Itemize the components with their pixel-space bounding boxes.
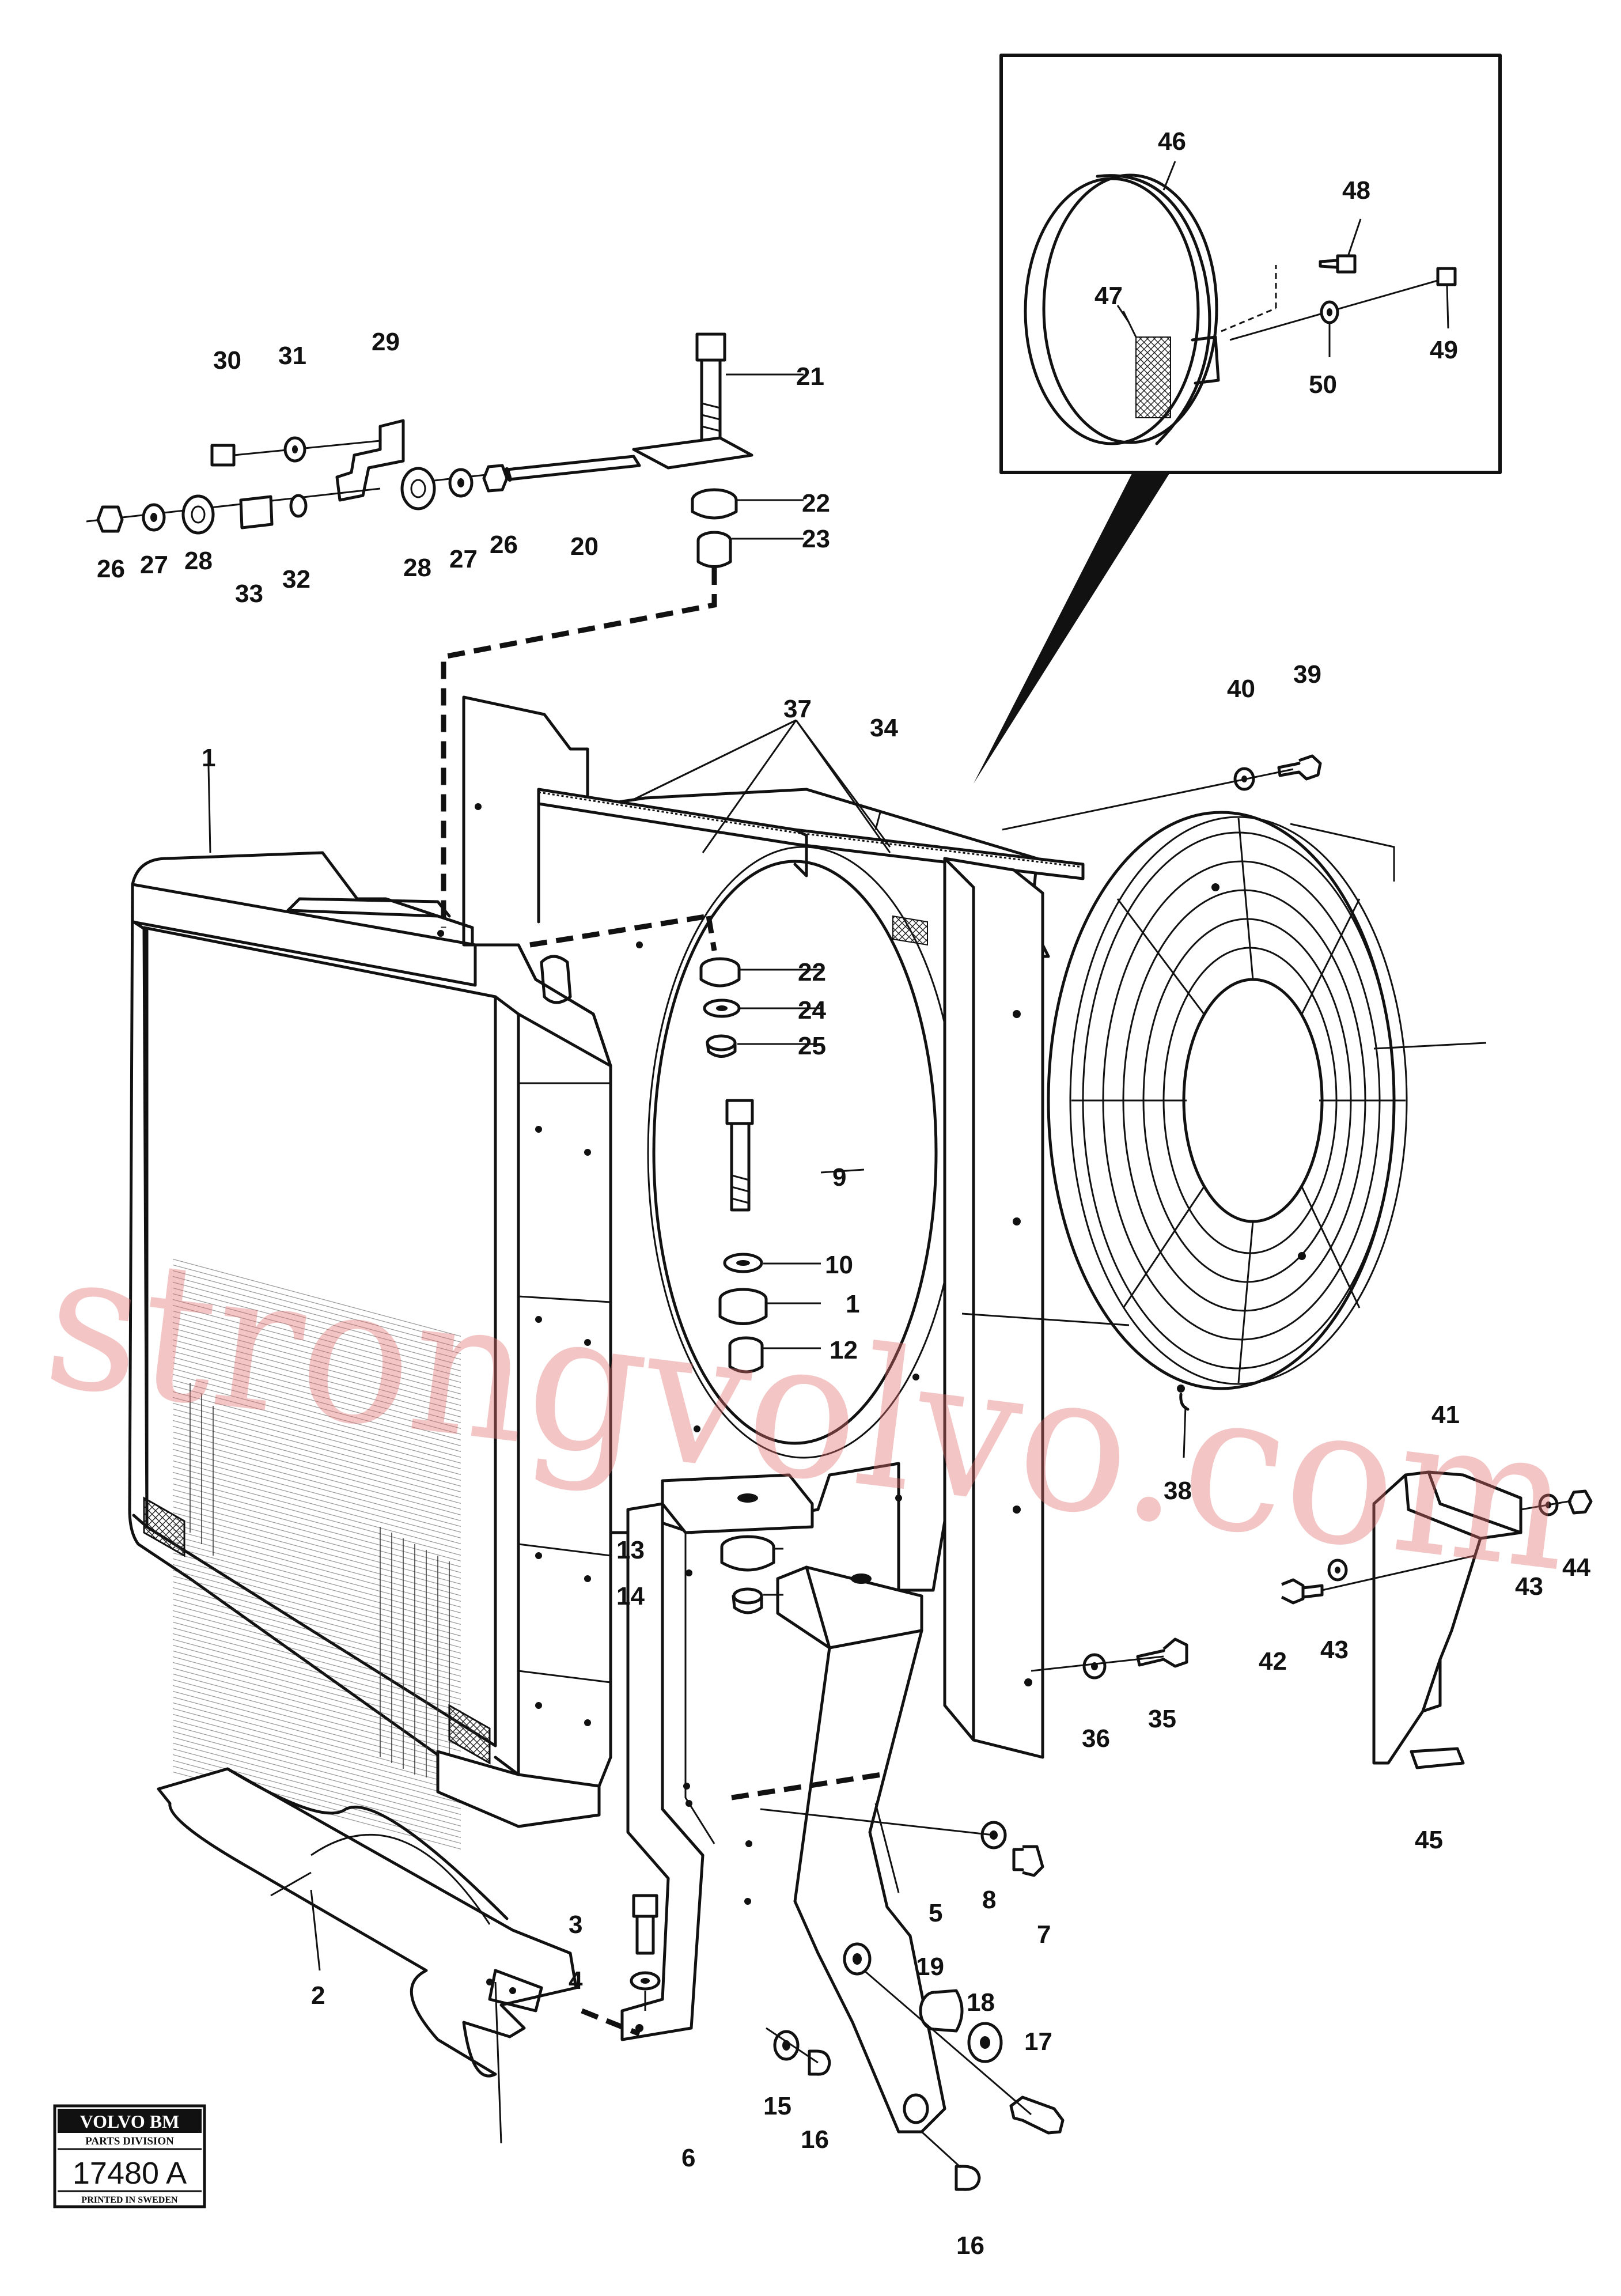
label-25: 25	[798, 1032, 826, 1060]
label-27b: 27	[449, 545, 478, 573]
label-15: 15	[763, 2092, 791, 2120]
label-26b: 26	[490, 531, 518, 559]
support-bracket-5	[744, 1565, 946, 2134]
label-36: 36	[1082, 1724, 1110, 1753]
mesh-screen-47	[1135, 336, 1171, 418]
label-42: 42	[1259, 1647, 1287, 1675]
screw-48	[1221, 254, 1357, 332]
label-28b: 28	[403, 554, 431, 582]
label-16a: 16	[801, 2125, 829, 2154]
label-45: 45	[1415, 1826, 1443, 1854]
volvo-bm-logo-box: VOLVO BM PARTS DIVISION 17480 A PRINTED …	[53, 2104, 206, 2208]
label-20: 20	[570, 532, 599, 561]
side-bracket-41	[1281, 1470, 1593, 1769]
label-17: 17	[1024, 2028, 1052, 2056]
label-39: 39	[1293, 660, 1321, 689]
label-10: 10	[825, 1251, 853, 1279]
radiator-1	[128, 851, 612, 1852]
label-24: 24	[798, 996, 826, 1024]
label-3: 3	[569, 1911, 582, 1939]
label-13: 13	[616, 1536, 645, 1564]
label-30: 30	[213, 346, 241, 375]
dashed-leaders	[441, 568, 882, 2037]
logo-brand: VOLVO BM	[80, 2111, 180, 2132]
inset-frame	[999, 54, 1502, 474]
label-37: 37	[783, 695, 812, 723]
label-49: 49	[1430, 336, 1458, 364]
label-38: 38	[1164, 1477, 1192, 1505]
fan-ring-46	[1024, 173, 1220, 445]
lower-fasteners	[630, 754, 1322, 2191]
fan-guard-38	[961, 811, 1487, 1458]
label-44: 44	[1562, 1553, 1590, 1582]
label-50: 50	[1309, 370, 1337, 399]
screw-49	[1229, 267, 1457, 341]
label-32: 32	[282, 565, 310, 593]
support-bracket-6	[620, 1502, 715, 2041]
label-22b: 22	[798, 958, 826, 986]
label-2: 2	[311, 1981, 325, 2010]
label-8: 8	[982, 1886, 996, 1914]
label-48: 48	[1342, 176, 1370, 205]
mount-stack	[661, 957, 814, 1614]
label-28a: 28	[184, 547, 213, 575]
label-18: 18	[967, 1988, 995, 2017]
label-47: 47	[1094, 282, 1123, 310]
fan-shroud-34	[437, 695, 1085, 1759]
label-33: 33	[235, 580, 263, 608]
label-7: 7	[1037, 1920, 1051, 1949]
label-29: 29	[372, 328, 400, 356]
inset-pointer	[974, 474, 1169, 784]
label-19: 19	[916, 1953, 944, 1981]
label-5: 5	[929, 1899, 942, 1927]
label-31: 31	[278, 342, 306, 370]
label-43a: 43	[1320, 1636, 1349, 1664]
label-21: 21	[796, 362, 824, 391]
logo-division: PARTS DIVISION	[85, 2135, 174, 2147]
leader-lines	[207, 373, 900, 1971]
label-12: 12	[830, 1336, 858, 1364]
label-9: 9	[832, 1163, 846, 1192]
label-35: 35	[1148, 1705, 1176, 1733]
label-4: 4	[569, 1966, 583, 1995]
washer-50	[1320, 300, 1339, 324]
label-41: 41	[1431, 1401, 1460, 1429]
label-23: 23	[802, 525, 830, 553]
logo-drawing-number: 17480 A	[73, 2156, 187, 2191]
detail-inset	[974, 54, 1502, 784]
label-43b: 43	[1515, 1572, 1543, 1601]
label-27a: 27	[140, 551, 168, 579]
label-14: 14	[616, 1582, 645, 1610]
label-6: 6	[681, 2144, 695, 2172]
label-11: 1	[846, 1290, 859, 1318]
logo-printed: PRINTED IN SWEDEN	[81, 2195, 178, 2205]
lower-shield-2	[157, 1767, 578, 2144]
part-labels: 1 2 3 4 5 6 7 8 9 10 1 12 13 14 15 16 16…	[97, 127, 1590, 2260]
label-16b: 16	[956, 2231, 984, 2260]
upper-linkage	[86, 332, 753, 568]
label-26a: 26	[97, 555, 125, 583]
label-40: 40	[1227, 675, 1255, 703]
label-34: 34	[870, 714, 898, 742]
label-1: 1	[202, 744, 215, 772]
label-22a: 22	[802, 489, 830, 517]
logo-brand-band	[58, 2109, 202, 2133]
label-46: 46	[1158, 127, 1186, 156]
